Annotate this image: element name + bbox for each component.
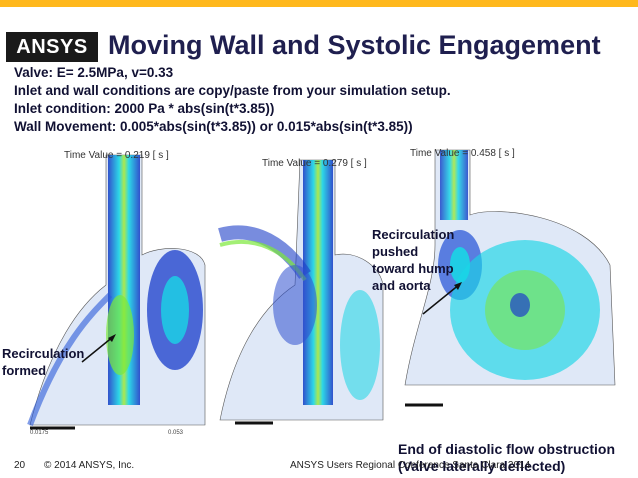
caption-line-1: End of diastolic flow obstruction <box>398 441 615 457</box>
page-number: 20 <box>14 460 26 471</box>
accent-bar <box>0 0 638 7</box>
annotation-recirculation-pushed: Recirculation pushed toward hump and aor… <box>372 226 454 294</box>
simulation-image-3 <box>385 145 630 425</box>
scale-label: 0.053 <box>168 430 184 436</box>
slide-title: Moving Wall and Systolic Engagement <box>108 30 601 60</box>
conference-label: ANSYS Users Regional Conference Santa Cl… <box>290 460 531 471</box>
annotation-recirculation-formed: Recirculation formed <box>2 345 84 379</box>
annotation-line: Recirculation <box>2 346 85 361</box>
bullet-item: Wall Movement: 0.005*abs(sin(t*3.85)) or… <box>14 119 413 134</box>
bullet-list: Valve: E= 2.5MPa, v=0.33 Inlet and wall … <box>14 64 451 136</box>
time-value-label: Time Value = 0.219 [ s ] <box>64 150 169 161</box>
simulation-image-2 <box>215 155 385 440</box>
scale-label: 0.0175 <box>30 430 49 436</box>
copyright: © 2014 ANSYS, Inc. <box>44 460 135 471</box>
bullet-item: Valve: E= 2.5MPa, v=0.33 <box>14 65 174 80</box>
bullet-item: Inlet and wall conditions are copy/paste… <box>14 83 451 98</box>
annotation-line: Recirculation <box>372 227 455 242</box>
time-value-label: Time Value = 0.458 [ s ] <box>410 148 515 159</box>
arrow-icon <box>81 334 116 363</box>
arrow-icon <box>422 282 462 315</box>
bullet-item: Inlet condition: 2000 Pa * abs(sin(t*3.8… <box>14 101 275 116</box>
simulation-image-1 <box>10 145 210 445</box>
annotation-line: pushed <box>372 244 419 259</box>
annotation-line: and aorta <box>372 278 431 293</box>
logo-text: ANSYS <box>16 35 88 58</box>
caption-line-2: (Valve laterally deflected) <box>398 458 566 474</box>
annotation-line: formed <box>2 363 47 378</box>
ansys-logo: ANSYS <box>6 32 98 62</box>
time-value-label: Time Value = 0.279 [ s ] <box>262 158 367 169</box>
annotation-line: toward hump <box>372 261 454 276</box>
